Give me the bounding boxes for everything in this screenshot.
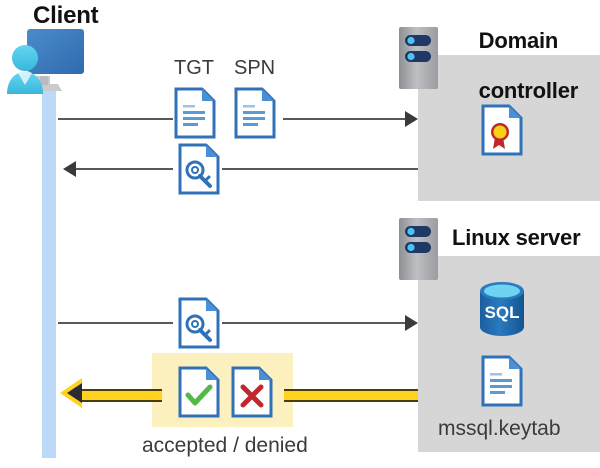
flow-line-1a [58,118,173,120]
flow-arrowhead-3 [405,315,418,331]
result-flow-line-left [82,389,162,402]
label-accepted-denied: accepted / denied [142,434,308,457]
client-lifeline [42,88,56,458]
page-title-linux-server: Linux server [452,225,581,250]
document-icon-keytab [481,355,523,407]
result-flow-arrowhead-inner [67,383,82,403]
flow-line-2a [76,168,173,170]
sql-database-icon: SQL [477,281,527,337]
label-tgt: TGT [174,57,214,79]
document-icon-tgt [174,87,216,139]
page-title-client: Client [33,2,99,29]
page-title-domain-controller: Domain controller [455,3,579,128]
result-flow-line-right [284,389,418,402]
dc-title-line1: Domain [478,28,559,53]
flow-arrowhead-2 [63,161,76,177]
document-icon-spn [234,87,276,139]
server-rack-icon-linux [399,218,438,280]
flow-arrowhead-1 [405,111,418,127]
dc-title-line2: controller [478,78,579,103]
flow-line-1b [283,118,406,120]
cross-document-icon [231,366,273,418]
label-spn: SPN [234,57,276,79]
check-document-icon [178,366,220,418]
label-mssql-keytab: mssql.keytab [438,417,561,440]
key-document-icon-1 [178,143,220,195]
user-monitor-icon [4,26,88,98]
flow-line-3a [58,322,173,324]
certificate-document-icon [481,104,523,156]
key-document-icon-2 [178,297,220,349]
server-rack-icon-dc [399,27,438,89]
sql-label: SQL [485,303,520,322]
flow-line-2b [222,168,418,170]
flow-line-3b [222,322,406,324]
